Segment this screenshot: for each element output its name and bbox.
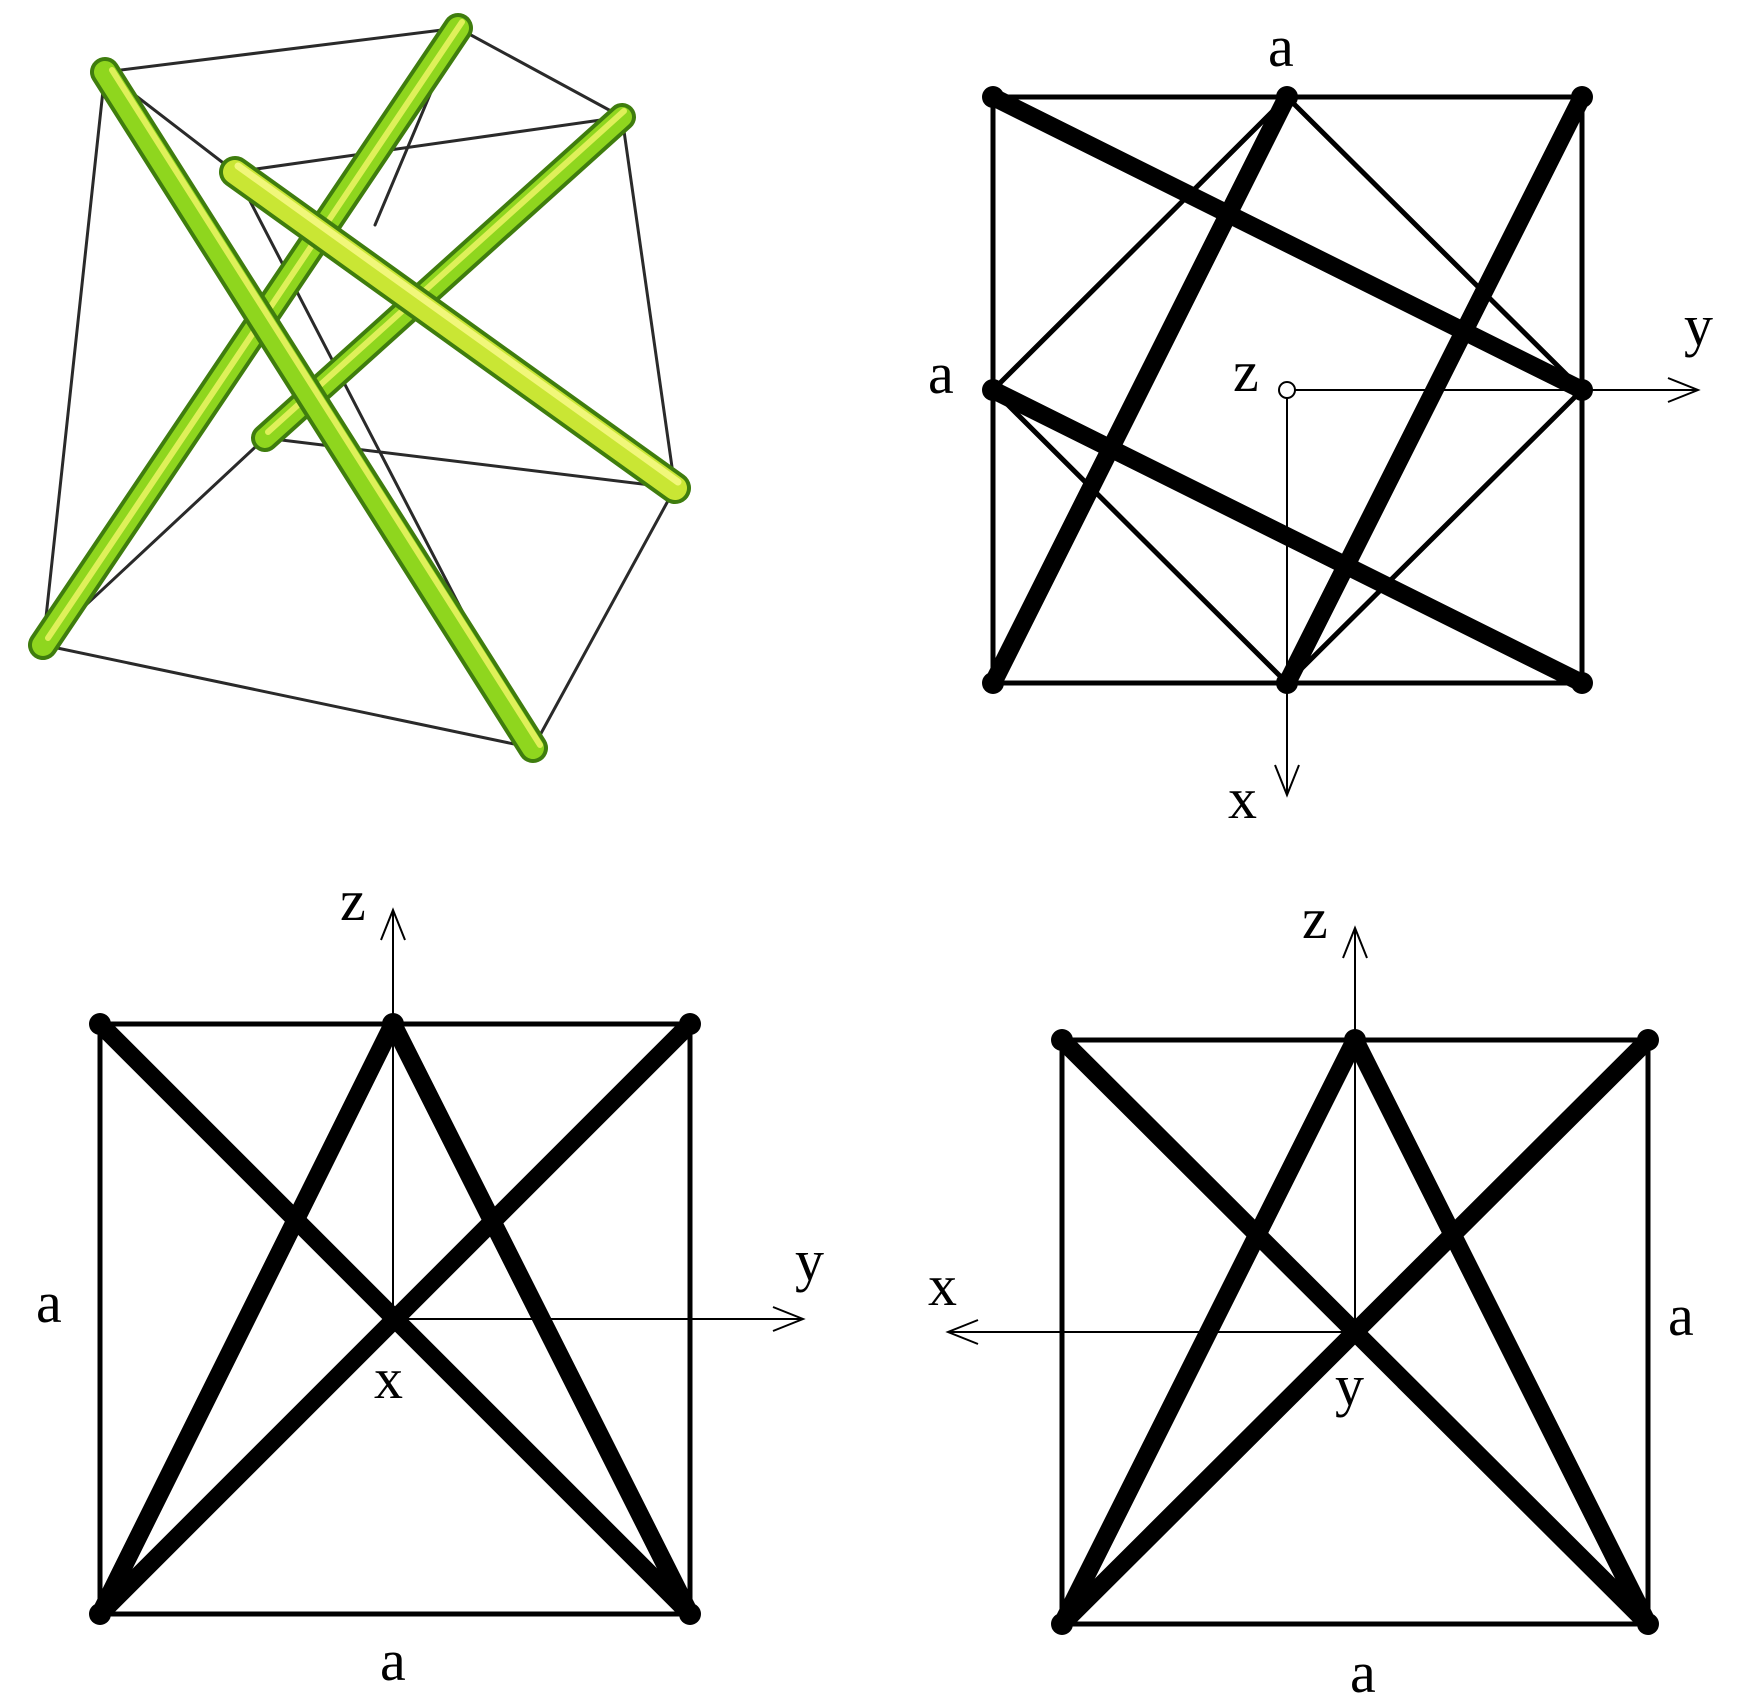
side-view-y-axis-label: y [1335, 1353, 1364, 1418]
cable [103, 26, 460, 74]
strut-4-shine [234, 162, 682, 486]
strut-2-shine [265, 108, 627, 435]
node [1276, 672, 1298, 694]
top-view-nodes [982, 86, 1593, 694]
side-view-x-axis-label: x [928, 1253, 957, 1318]
front-view-x-axis-label: x [374, 1346, 403, 1411]
node [982, 86, 1004, 108]
cable [990, 387, 1290, 686]
node [1051, 1029, 1073, 1051]
cable [41, 643, 535, 750]
front-view-dimension-label-left: a [36, 1270, 62, 1335]
top-view-x-axis-label: x [1228, 766, 1257, 831]
node [982, 379, 1004, 401]
node [1571, 86, 1593, 108]
front-view-y-axis-label: y [795, 1228, 824, 1293]
node [1571, 379, 1593, 401]
top-view-axes [1274, 377, 1701, 798]
struts-3d [28, 13, 691, 763]
node [1051, 1613, 1073, 1635]
node [982, 672, 1004, 694]
top-view: a a y z x [928, 14, 1713, 831]
strut [984, 381, 1591, 692]
node [382, 1013, 404, 1035]
side-view: z x y a a [928, 886, 1694, 1702]
strut [1346, 1031, 1657, 1633]
node [89, 1603, 111, 1625]
node [1637, 1613, 1659, 1635]
strut [984, 88, 1591, 399]
cable [233, 115, 624, 174]
strut [384, 1015, 699, 1623]
side-view-z-axis-label: z [1302, 886, 1328, 951]
strut-4-body [223, 160, 687, 500]
front-view-axes [380, 907, 806, 1332]
z-axis-arrow [1342, 925, 1368, 959]
node [1571, 672, 1593, 694]
cable [620, 115, 677, 490]
cable [990, 94, 1290, 393]
x-axis-arrow [1274, 764, 1300, 798]
front-view-nodes [89, 1013, 701, 1625]
cable [41, 70, 107, 647]
top-view-dimension-label-left: a [928, 341, 954, 406]
top-view-z-axis-label: z [1233, 339, 1259, 404]
side-view-axes [945, 925, 1368, 1345]
strut [984, 88, 1296, 692]
side-view-nodes [1051, 1029, 1659, 1635]
top-view-y-axis-label: y [1684, 293, 1713, 358]
strut [1053, 1031, 1657, 1633]
strut [1278, 88, 1591, 692]
strut-3-body [94, 61, 544, 759]
front-view-dimension-label-bottom: a [380, 1628, 406, 1693]
top-view-dimension-label-top: a [1268, 14, 1294, 79]
node [679, 1603, 701, 1625]
cable [1284, 94, 1585, 393]
node [1276, 86, 1298, 108]
z-axis-arrow [380, 907, 406, 941]
node [89, 1013, 111, 1035]
front-view: z y x a a [36, 868, 824, 1693]
y-axis-arrow [772, 1306, 806, 1332]
front-view-struts [91, 1015, 699, 1623]
node [679, 1013, 701, 1035]
side-view-struts [1053, 1031, 1657, 1633]
node [1637, 1029, 1659, 1051]
side-view-dimension-label-bottom: a [1350, 1640, 1376, 1702]
top-view-struts [984, 88, 1591, 692]
x-axis-arrow [945, 1319, 979, 1345]
cable [1284, 387, 1585, 686]
strut-3-shine [109, 67, 543, 748]
node [1344, 1029, 1366, 1051]
cable [456, 26, 624, 119]
strut [91, 1015, 699, 1623]
strut [91, 1015, 402, 1623]
cable [531, 486, 677, 750]
z-axis-origin [1278, 381, 1296, 399]
y-axis-arrow [1667, 377, 1701, 403]
side-view-dimension-label-right: a [1668, 1283, 1694, 1348]
strut [1053, 1031, 1364, 1633]
front-view-z-axis-label: z [340, 868, 366, 933]
tensegrity-3d-render [28, 13, 691, 763]
